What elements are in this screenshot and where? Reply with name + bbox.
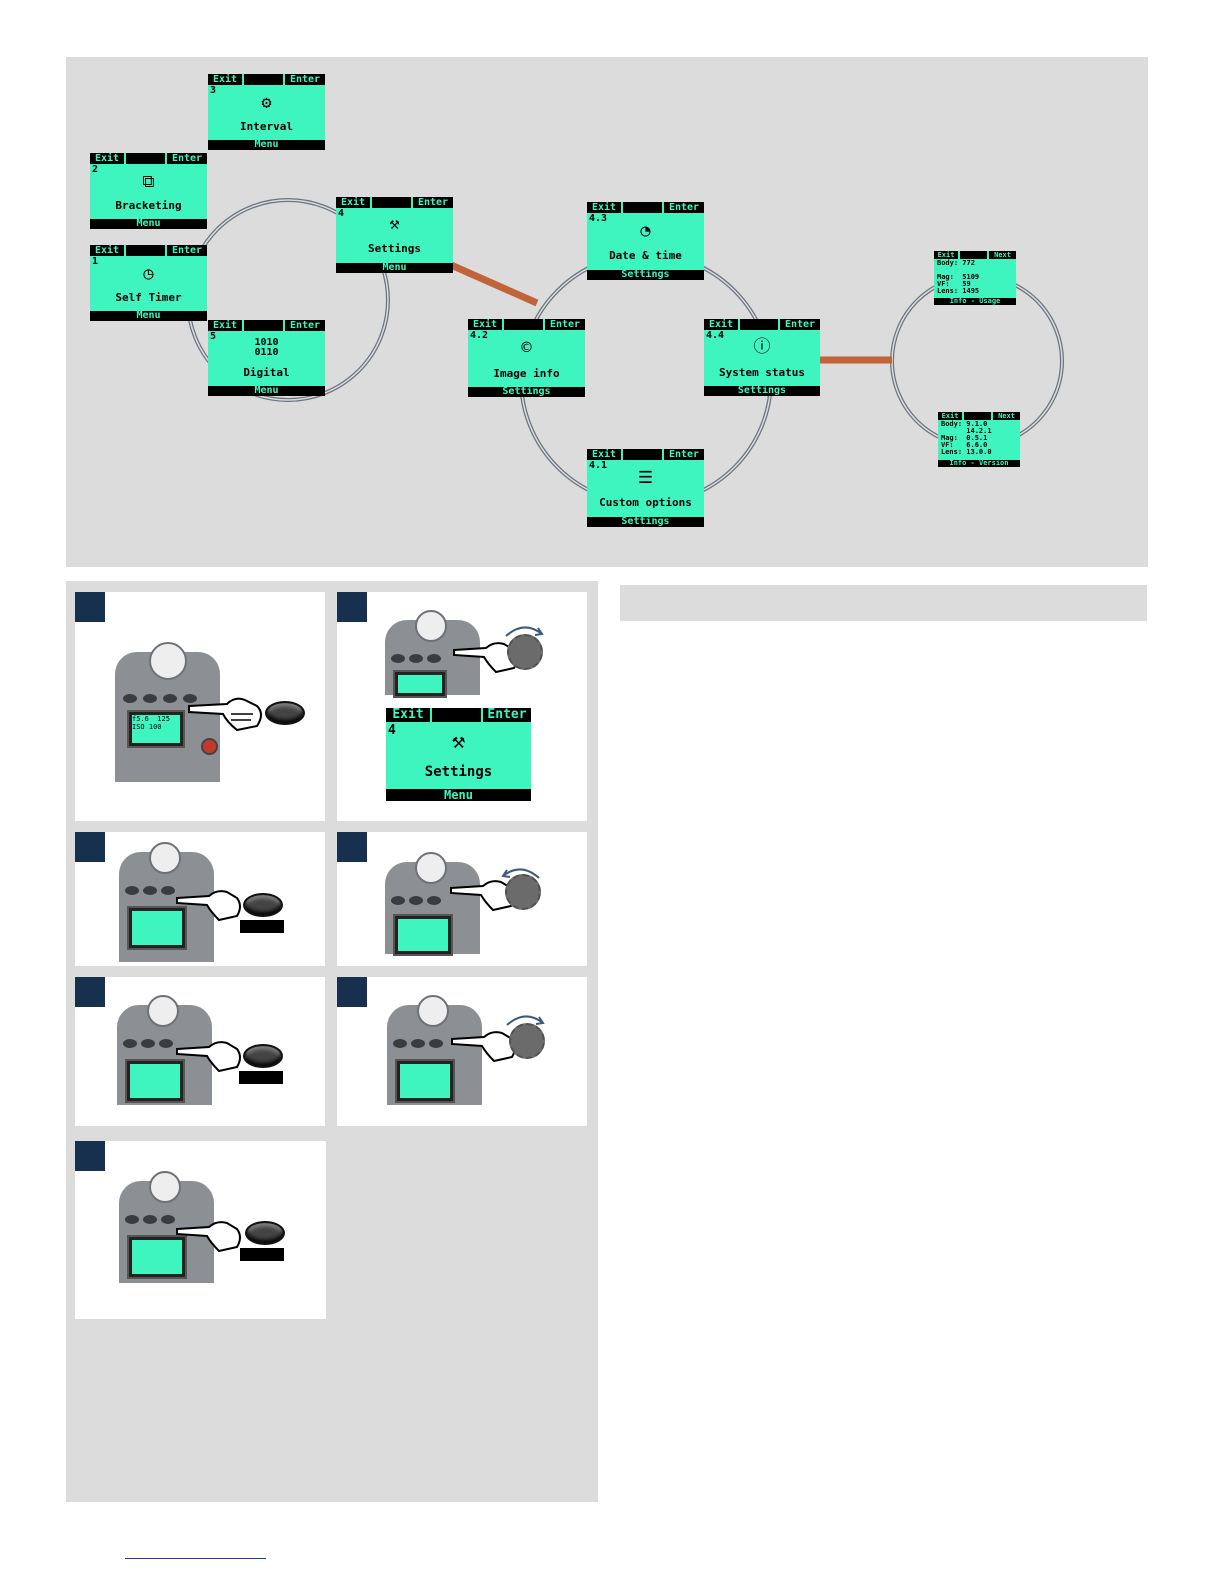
copyright-icon: © bbox=[521, 338, 532, 358]
footer-link[interactable] bbox=[125, 1558, 266, 1559]
camera-illustration bbox=[119, 842, 214, 962]
pointing-hand-icon bbox=[176, 1041, 241, 1073]
bracketing-icon: ⧉ bbox=[142, 172, 155, 192]
interval-icon: ⚙ bbox=[261, 93, 272, 113]
dial-icon bbox=[505, 874, 541, 910]
step-card-3 bbox=[75, 832, 325, 966]
button-label-bar bbox=[240, 920, 284, 933]
button-label-bar bbox=[240, 1248, 284, 1261]
wrench-icon: ⚒ bbox=[451, 729, 466, 754]
step-card-5 bbox=[75, 977, 325, 1126]
step-card-7 bbox=[75, 1141, 326, 1319]
step-badge bbox=[337, 832, 367, 862]
camera-illustration bbox=[387, 995, 482, 1105]
rotate-arrow-icon bbox=[505, 626, 544, 637]
pointing-hand-icon bbox=[188, 697, 262, 732]
pointing-hand-icon bbox=[176, 1221, 241, 1253]
info-icon: ⓘ bbox=[753, 337, 771, 357]
connector-settings bbox=[449, 261, 539, 307]
button-icon bbox=[243, 1044, 283, 1068]
step-card-4 bbox=[337, 832, 587, 966]
button-icon bbox=[265, 701, 305, 725]
rotate-arrow-icon bbox=[506, 1015, 545, 1026]
step-badge bbox=[337, 977, 367, 1007]
step-badge bbox=[75, 1141, 105, 1171]
sliders-icon: ☰ bbox=[637, 468, 654, 488]
wrench-icon: ⚒ bbox=[389, 214, 400, 234]
button-icon bbox=[245, 1221, 285, 1245]
step-badge bbox=[337, 592, 367, 622]
step-card-1: f5.6 125 ISO 100 bbox=[75, 592, 325, 821]
step-badge bbox=[75, 592, 105, 622]
rotate-arrow-icon bbox=[501, 868, 540, 879]
camera-illustration bbox=[385, 852, 480, 956]
section-heading-bar bbox=[620, 585, 1147, 621]
button-label-bar bbox=[239, 1071, 283, 1084]
step-card-6 bbox=[337, 977, 587, 1126]
step-badge bbox=[75, 977, 105, 1007]
dial-icon bbox=[507, 634, 543, 670]
camera-illustration: f5.6 125 ISO 100 bbox=[115, 642, 225, 782]
step-badge bbox=[75, 832, 105, 862]
clock-icon: ◔ bbox=[640, 221, 651, 241]
dial-icon bbox=[509, 1023, 545, 1059]
camera-illustration bbox=[385, 610, 495, 698]
timer-icon: ◷ bbox=[143, 264, 154, 284]
pointing-hand-icon bbox=[176, 890, 241, 922]
button-icon bbox=[243, 893, 283, 917]
